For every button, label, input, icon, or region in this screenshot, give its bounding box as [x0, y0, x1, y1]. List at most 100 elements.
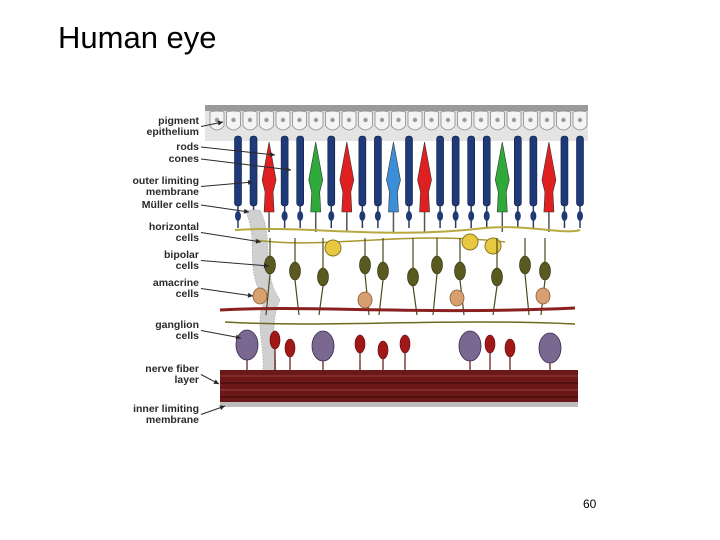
label-text: cells [176, 232, 200, 244]
label-leader [201, 182, 253, 187]
horizontal-cell [325, 240, 341, 256]
rod-nucleus [328, 211, 334, 221]
epithelium-nucleus [413, 118, 417, 122]
epithelium-nucleus [561, 118, 565, 122]
ganglion-cell [485, 335, 495, 353]
ganglion-cell [355, 335, 365, 353]
rod-cell [406, 136, 413, 206]
bipolar-cell [455, 262, 466, 280]
rod-cell [374, 136, 381, 206]
slide-title: Human eye [58, 20, 217, 56]
label-text: cells [176, 330, 200, 342]
cone-cell [386, 142, 400, 212]
ganglion-cell [270, 331, 280, 349]
rod-cell [483, 136, 490, 206]
cone-cell [340, 142, 354, 212]
amacrine-cell [450, 290, 464, 306]
bipolar-cell [318, 268, 329, 286]
label-text: layer [174, 374, 199, 386]
amacrine-cell [358, 292, 372, 308]
epithelium-nucleus [462, 118, 466, 122]
label-leader [201, 289, 253, 297]
ganglion-cell-layer [236, 330, 561, 370]
bipolar-cell-layer [265, 238, 551, 315]
bipolar-axon [319, 286, 323, 315]
label-text: cells [176, 260, 200, 272]
label-leader [201, 205, 249, 212]
rod-nucleus [375, 211, 381, 221]
rod-cell [468, 136, 475, 206]
epithelium-nucleus [479, 118, 483, 122]
bipolar-cell [492, 268, 503, 286]
amacrine-cell [536, 288, 550, 304]
rod-cell [359, 136, 366, 206]
rod-cell [577, 136, 584, 206]
ganglion-cell [312, 331, 334, 361]
epithelium-nucleus [512, 118, 516, 122]
rod-cell [297, 136, 304, 206]
ganglion-cell [378, 341, 388, 359]
label-text: Müller cells [142, 199, 199, 211]
epithelium-nucleus [314, 118, 318, 122]
bipolar-cell [290, 262, 301, 280]
cone-cell [309, 142, 323, 212]
ganglion-cell [236, 330, 258, 360]
epithelium-nucleus [446, 118, 450, 122]
pigment-epithelium-layer [205, 105, 588, 141]
page-number: 60 [583, 497, 596, 511]
horizontal-cell-layer [235, 227, 580, 243]
rod-nucleus [484, 211, 490, 221]
cone-cell [495, 142, 509, 212]
epithelium-nucleus [578, 118, 582, 122]
bipolar-cell [378, 262, 389, 280]
cone-cell [262, 142, 276, 212]
epithelium-nucleus [429, 118, 433, 122]
epithelium-nucleus [248, 118, 252, 122]
label-horizontal-cells: horizontalcells [149, 221, 262, 244]
label-text: cells [176, 288, 200, 300]
label-arrowhead [213, 379, 220, 386]
rod-cell [561, 136, 568, 206]
label-inner-limiting-membrane: inner limitingmembrane [133, 403, 226, 426]
epithelium-nucleus [281, 118, 285, 122]
rod-nucleus [515, 211, 521, 221]
epithelium-nucleus [347, 118, 351, 122]
epithelium-nucleus [363, 118, 367, 122]
rod-nucleus [235, 211, 241, 221]
epithelium-nucleus [330, 118, 334, 122]
bipolar-axon [433, 274, 437, 315]
rod-cell [437, 136, 444, 206]
label-leader [201, 331, 241, 339]
bipolar-cell [540, 262, 551, 280]
label-text: rods [176, 141, 199, 153]
label-text: epithelium [146, 126, 199, 138]
label-text: membrane [146, 414, 199, 426]
epithelium-nucleus [396, 118, 400, 122]
label-text: cones [169, 153, 200, 165]
horizontal-cell [462, 234, 478, 250]
bipolar-cell [520, 256, 531, 274]
epithelium-nucleus [528, 118, 532, 122]
epithelium-nucleus [297, 118, 301, 122]
rod-cell [514, 136, 521, 206]
ganglion-cell [459, 331, 481, 361]
epithelium-nucleus [495, 118, 499, 122]
cone-cell [542, 142, 556, 212]
rod-cell [235, 136, 242, 206]
bipolar-cell [432, 256, 443, 274]
label-muller-cells: Müller cells [142, 199, 250, 214]
bipolar-cell [360, 256, 371, 274]
rod-nucleus [577, 211, 583, 221]
cone-cell [418, 142, 432, 212]
rod-nucleus [359, 211, 365, 221]
label-text: membrane [146, 186, 199, 198]
rod-nucleus [437, 211, 443, 221]
ganglion-cell [539, 333, 561, 363]
ganglion-cell [505, 339, 515, 357]
epithelium-nucleus [264, 118, 268, 122]
rod-cell [452, 136, 459, 206]
rod-nucleus [468, 211, 474, 221]
